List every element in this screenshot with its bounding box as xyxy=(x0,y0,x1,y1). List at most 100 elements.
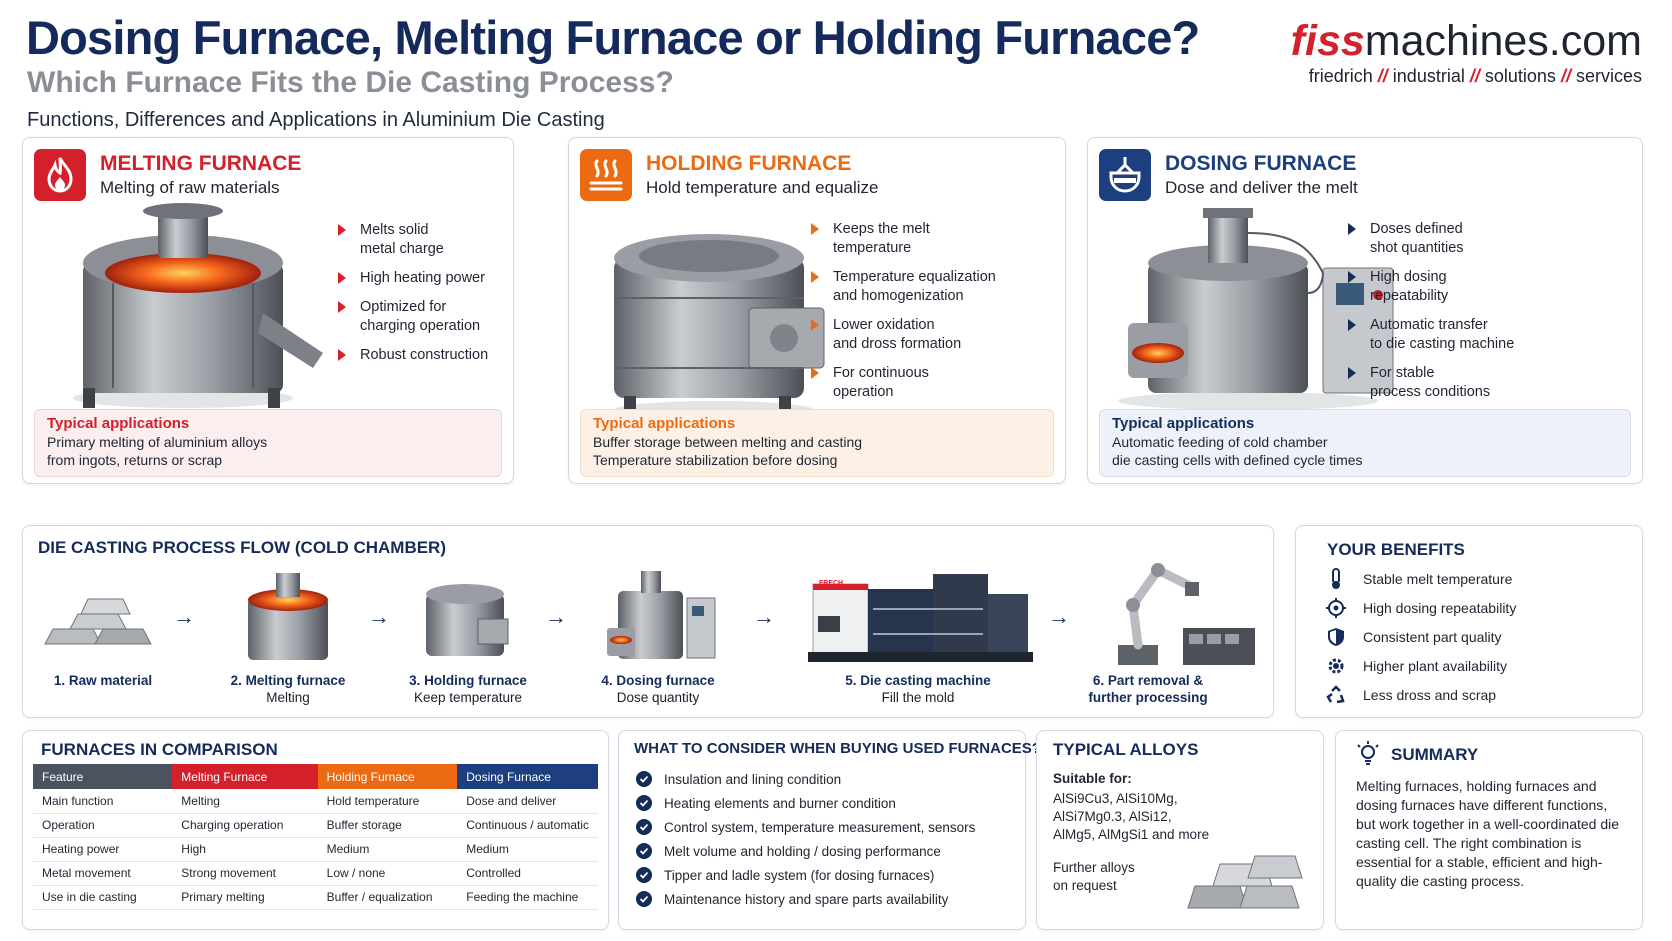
holding-title: HOLDING FURNACE xyxy=(646,152,852,175)
benefits-title: YOUR BENEFITS xyxy=(1327,540,1465,559)
table-header: Feature xyxy=(33,764,173,789)
process-step-1: 1. Raw material xyxy=(53,673,153,688)
dosing-applications: Typical applications Automatic feeding o… xyxy=(1099,409,1631,477)
dosing-furnace-card: DOSING FURNACE Dose and deliver the melt… xyxy=(1087,137,1643,484)
arrow-icon xyxy=(338,301,346,313)
arrow-icon xyxy=(811,319,819,331)
checklist-item: Control system, temperature measurement,… xyxy=(636,819,975,835)
page-tagline: Functions, Differences and Applications … xyxy=(27,109,605,131)
logo-separator: // xyxy=(1469,66,1480,86)
arrow-icon xyxy=(338,349,346,361)
holding-applications: Typical applications Buffer storage betw… xyxy=(580,409,1054,477)
robot-arm-image xyxy=(1103,550,1263,670)
comparison-title: FURNACES IN COMPARISON xyxy=(41,740,278,759)
checklist-item: Tipper and ladle system (for dosing furn… xyxy=(636,867,934,883)
table-header: Melting Furnace xyxy=(172,764,318,789)
flow-arrow: → xyxy=(545,604,567,629)
holding-furnace-image xyxy=(604,218,844,423)
logo-tagline: friedrich // industrial // solutions // … xyxy=(1291,66,1642,87)
comparison-table: Feature Melting Furnace Holding Furnace … xyxy=(33,764,598,910)
thermometer-icon xyxy=(1326,568,1346,589)
summary-panel: SUMMARY Melting furnaces, holding furnac… xyxy=(1335,730,1643,930)
arrow-icon xyxy=(811,367,819,379)
check-icon xyxy=(636,771,652,787)
logo-accent: fiss xyxy=(1290,17,1365,65)
dosing-furnace-thumb xyxy=(603,566,718,666)
check-icon xyxy=(636,867,652,883)
logo-word: solutions xyxy=(1484,66,1556,86)
benefit-item: Higher plant availability xyxy=(1326,656,1507,676)
applications-title: Typical applications xyxy=(1112,415,1255,432)
brand-logo[interactable]: fissmachines.com friedrich // industrial… xyxy=(1291,18,1642,87)
flow-arrow: → xyxy=(173,604,195,629)
check-icon xyxy=(636,795,652,811)
alloys-panel: TYPICAL ALLOYS Suitable for: AlSi9Cu3, A… xyxy=(1036,730,1324,930)
arrow-icon xyxy=(811,271,819,283)
checklist-item: Insulation and lining condition xyxy=(636,771,841,787)
bullet-item: Doses defined shot quantities xyxy=(1346,220,1514,258)
arrow-icon xyxy=(338,272,346,284)
holding-subtitle: Hold temperature and equalize xyxy=(646,178,879,197)
check-icon xyxy=(636,891,652,907)
flow-arrow: → xyxy=(1048,604,1070,629)
summary-title: SUMMARY xyxy=(1391,745,1479,764)
applications-text: Primary melting of aluminium alloys from… xyxy=(47,434,268,468)
bullet-item: For stable process conditions xyxy=(1346,364,1514,402)
alloys-title: TYPICAL ALLOYS xyxy=(1053,740,1199,759)
ladle-icon xyxy=(1099,149,1151,201)
logo-separator: // xyxy=(1560,66,1571,86)
holding-furnace-thumb xyxy=(418,574,513,664)
applications-text: Buffer storage between melting and casti… xyxy=(593,434,863,468)
arrow-icon xyxy=(1348,271,1356,283)
holding-furnace-card: HOLDING FURNACE Hold temperature and equ… xyxy=(568,137,1066,484)
die-casting-machine-image xyxy=(808,554,1033,666)
logo-word: friedrich xyxy=(1308,66,1373,86)
melting-subtitle: Melting of raw materials xyxy=(100,178,280,197)
arrow-icon xyxy=(1348,319,1356,331)
melting-bullets: Melts solid metal charge High heating po… xyxy=(336,221,488,375)
check-icon xyxy=(636,819,652,835)
arrow-icon xyxy=(811,223,819,235)
gear-icon xyxy=(1326,656,1346,676)
machine-brand-label: FRECH xyxy=(819,580,844,587)
lightbulb-icon xyxy=(1356,741,1380,767)
bullet-item: Automatic transfer to die casting machin… xyxy=(1346,316,1514,354)
shield-icon xyxy=(1326,627,1346,647)
page-subtitle: Which Furnace Fits the Die Casting Proce… xyxy=(27,66,674,99)
buying-title: WHAT TO CONSIDER WHEN BUYING USED FURNAC… xyxy=(634,740,1041,757)
alloys-further: Further alloys on request xyxy=(1053,860,1135,893)
process-flow-title: DIE CASTING PROCESS FLOW (COLD CHAMBER) xyxy=(38,538,446,557)
bullet-item: Melts solid metal charge xyxy=(336,221,488,259)
applications-title: Typical applications xyxy=(593,415,736,432)
logo-word: industrial xyxy=(1392,66,1465,86)
heat-waves-icon xyxy=(580,149,632,201)
target-icon xyxy=(1326,598,1346,618)
dosing-title: DOSING FURNACE xyxy=(1165,152,1357,175)
dosing-furnace-image xyxy=(1108,203,1408,413)
checklist-item: Maintenance history and spare parts avai… xyxy=(636,891,948,907)
table-header: Dosing Furnace xyxy=(457,764,598,789)
bullet-item: Keeps the melt temperature xyxy=(809,220,996,258)
raw-material-image xyxy=(43,584,163,659)
logo-separator: // xyxy=(1377,66,1388,86)
checklist-item: Heating elements and burner condition xyxy=(636,795,896,811)
flow-arrow: → xyxy=(368,604,390,629)
melting-applications: Typical applications Primary melting of … xyxy=(34,409,502,477)
table-header: Holding Furnace xyxy=(317,764,458,789)
bullet-item: For continuous operation xyxy=(809,364,996,402)
alloys-suitable-label: Suitable for: xyxy=(1053,771,1132,786)
bullet-item: Lower oxidation and dross formation xyxy=(809,316,996,354)
bullet-item: High heating power xyxy=(336,269,488,288)
applications-text: Automatic feeding of cold chamber die ca… xyxy=(1112,434,1363,468)
melting-furnace-image xyxy=(63,203,333,413)
logo-word: services xyxy=(1575,66,1642,86)
melting-furnace-thumb xyxy=(238,568,338,668)
benefit-item: Less dross and scrap xyxy=(1326,685,1496,705)
melting-furnace-card: MELTING FURNACE Melting of raw materials… xyxy=(22,137,514,484)
bullet-item: Robust construction xyxy=(336,346,488,365)
